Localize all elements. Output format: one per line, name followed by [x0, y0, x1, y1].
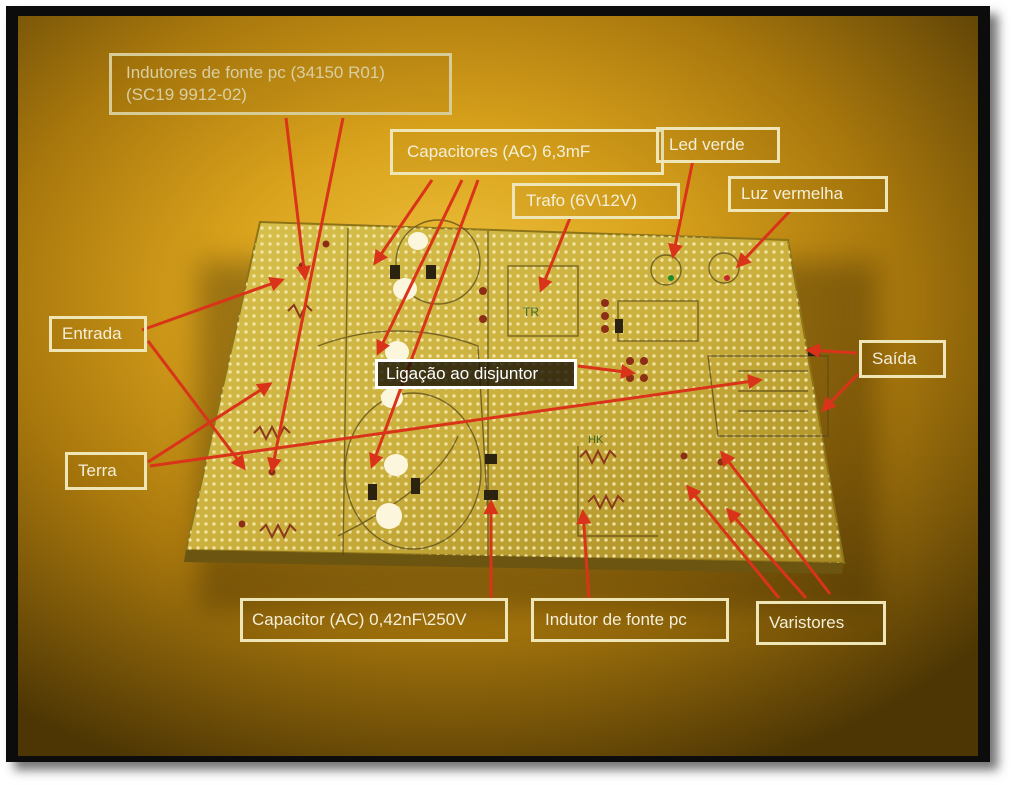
label-trafo-text: Trafo (6V\12V)	[526, 191, 637, 210]
label-ligacao-text: Ligação ao disjuntor	[386, 364, 539, 383]
label-trafo: Trafo (6V\12V)	[512, 183, 680, 219]
label-capacitor: Capacitor (AC) 0,42nF\250V	[240, 598, 508, 642]
label-indutores: Indutores de fonte pc (34150 R01) (SC19 …	[109, 53, 452, 115]
label-led-verde: Led verde	[656, 127, 780, 163]
label-indutores-line1: Indutores de fonte pc (34150 R01)	[126, 63, 385, 82]
label-entrada-text: Entrada	[62, 324, 122, 343]
red-light	[724, 275, 730, 281]
label-indutores-line2: (SC19 9912-02)	[126, 85, 247, 104]
transformer-marking: TR	[523, 305, 539, 319]
label-capacitores: Capacitores (AC) 6,3mF	[390, 129, 664, 175]
label-saida: Saída	[859, 340, 946, 378]
label-capacitores-text: Capacitores (AC) 6,3mF	[407, 142, 591, 161]
inductor-marking: HK	[588, 434, 604, 446]
label-luz-vermelha: Luz vermelha	[728, 176, 888, 212]
label-saida-text: Saída	[872, 349, 917, 368]
label-ligacao-disjuntor: Ligação ao disjuntor	[375, 359, 577, 389]
label-indutor-text: Indutor de fonte pc	[545, 610, 687, 629]
label-varistores-text: Varistores	[769, 613, 845, 632]
label-capacitor-text: Capacitor (AC) 0,42nF\250V	[252, 610, 467, 629]
label-indutor: Indutor de fonte pc	[531, 598, 729, 642]
label-led-verde-text: Led verde	[669, 135, 745, 154]
label-terra-text: Terra	[78, 461, 117, 480]
label-luz-vermelha-text: Luz vermelha	[741, 184, 844, 203]
green-led	[668, 275, 674, 281]
label-terra: Terra	[65, 452, 147, 490]
label-entrada: Entrada	[49, 316, 147, 352]
label-varistores: Varistores	[756, 601, 886, 645]
